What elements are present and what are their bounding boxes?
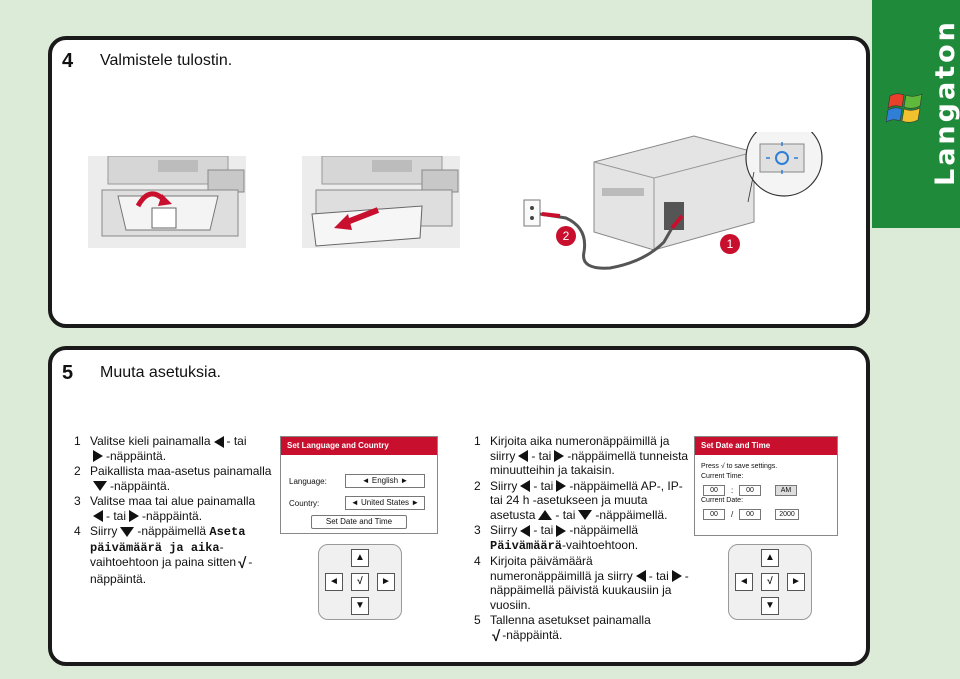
instructions-date-time: 1 Kirjoita aika numeronäppäimillä ja sii… xyxy=(474,434,696,645)
printer-tray-open-illustration xyxy=(88,156,246,248)
left-arrow-icon xyxy=(213,435,224,448)
down-key[interactable]: ▼ xyxy=(761,597,779,615)
instruction-item: 3 Valitse maa tai alue painamalla - tai-… xyxy=(74,494,256,523)
instruction-item: 2 Siirry- tai-näppäimellä AP-, IP- tai 2… xyxy=(474,478,683,522)
section-tab-label: Langaton xyxy=(930,19,960,186)
year-field[interactable]: 2000 xyxy=(775,509,799,520)
navigation-keypad: ▲ ◄ √ ► ▼ xyxy=(318,544,402,620)
instructions-language: 1 Valitse kieli painamalla- tai -näppäin… xyxy=(74,434,280,587)
down-arrow-icon xyxy=(578,510,593,521)
callout-2: 2 xyxy=(563,229,570,243)
language-label: Language: xyxy=(289,477,327,486)
ok-key[interactable]: √ xyxy=(761,573,779,591)
step-number: 4 xyxy=(62,50,74,72)
step-title: Valmistele tulostin. xyxy=(100,52,233,69)
set-date-time-button[interactable]: Set Date and Time xyxy=(311,515,407,529)
screen-header: Set Date and Time xyxy=(695,437,837,455)
screen-header: Set Language and Country xyxy=(281,437,437,455)
country-label: Country: xyxy=(289,499,320,508)
step-number: 5 xyxy=(62,362,74,384)
printer-tray-pull-illustration xyxy=(302,156,460,248)
instruction-item: 4 Kirjoita päivämäärä numeronäppäimillä … xyxy=(474,554,689,612)
day-field[interactable]: 00 xyxy=(739,509,761,520)
right-arrow-icon xyxy=(671,570,682,583)
down-arrow-icon xyxy=(120,526,135,537)
down-key[interactable]: ▼ xyxy=(351,597,369,615)
instruction-item: 2 Paikallista maa-asetus painamalla -näp… xyxy=(74,464,272,493)
ampm-field[interactable]: AM xyxy=(775,485,797,496)
month-field[interactable]: 00 xyxy=(703,509,725,520)
windows-logo-icon xyxy=(886,93,923,123)
instruction-item: 3 Siirry- tai-näppäimellä Päivämäärä-vai… xyxy=(474,523,639,553)
right-arrow-icon xyxy=(556,480,567,493)
left-arrow-icon xyxy=(635,570,646,583)
right-arrow-icon xyxy=(556,524,567,537)
left-key[interactable]: ◄ xyxy=(735,573,753,591)
country-field[interactable]: ◄ United States ► xyxy=(345,496,425,510)
section-tab: Langaton xyxy=(872,0,960,228)
instruction-item: 1 Kirjoita aika numeronäppäimillä ja sii… xyxy=(474,434,689,477)
current-date-label: Current Date: xyxy=(701,497,744,504)
up-key[interactable]: ▲ xyxy=(761,549,779,567)
hour-field[interactable]: 00 xyxy=(703,485,725,496)
left-arrow-icon xyxy=(518,450,529,463)
up-key[interactable]: ▲ xyxy=(351,549,369,567)
right-arrow-icon xyxy=(554,450,565,463)
left-arrow-icon xyxy=(93,510,103,523)
power-cord-connection-illustration: 2 1 xyxy=(523,132,823,270)
down-arrow-icon xyxy=(93,481,107,492)
left-arrow-icon xyxy=(520,524,531,537)
date-time-screen: Set Date and Time Press √ to save settin… xyxy=(694,436,838,536)
current-time-label: Current Time: xyxy=(701,473,744,480)
right-key[interactable]: ► xyxy=(787,573,805,591)
ok-key[interactable]: √ xyxy=(351,573,369,591)
callout-1: 1 xyxy=(727,237,734,251)
checkmark-icon: √ xyxy=(492,627,501,645)
menu-option-name: Aseta päivämäärä ja aika xyxy=(90,525,246,555)
instruction-item: 4 Siirry-näppäimellä Aseta päivämäärä ja… xyxy=(74,524,253,586)
step-5-panel: 5 Muuta asetuksia. 1 Valitse kieli paina… xyxy=(48,346,870,666)
right-arrow-icon xyxy=(129,510,140,523)
right-key[interactable]: ► xyxy=(377,573,395,591)
left-key[interactable]: ◄ xyxy=(325,573,343,591)
language-country-screen: Set Language and Country Language: ◄ Eng… xyxy=(280,436,438,534)
left-arrow-icon xyxy=(520,480,531,493)
navigation-keypad: ▲ ◄ √ ► ▼ xyxy=(728,544,812,620)
right-arrow-icon xyxy=(93,450,103,463)
step-title: Muuta asetuksia. xyxy=(100,364,221,381)
minute-field[interactable]: 00 xyxy=(739,485,761,496)
step-4-panel: 4 Valmistele tulostin. xyxy=(48,36,870,328)
save-hint: Press √ to save settings. xyxy=(701,463,778,470)
language-field[interactable]: ◄ English ► xyxy=(345,474,425,488)
menu-option-name: Päivämäärä xyxy=(490,538,563,553)
checkmark-icon: √ xyxy=(238,555,247,572)
up-arrow-icon xyxy=(538,510,553,521)
instruction-item: 5 Tallenna asetukset painamalla √-näppäi… xyxy=(474,613,651,645)
instruction-item: 1 Valitse kieli painamalla- tai -näppäin… xyxy=(74,434,247,463)
